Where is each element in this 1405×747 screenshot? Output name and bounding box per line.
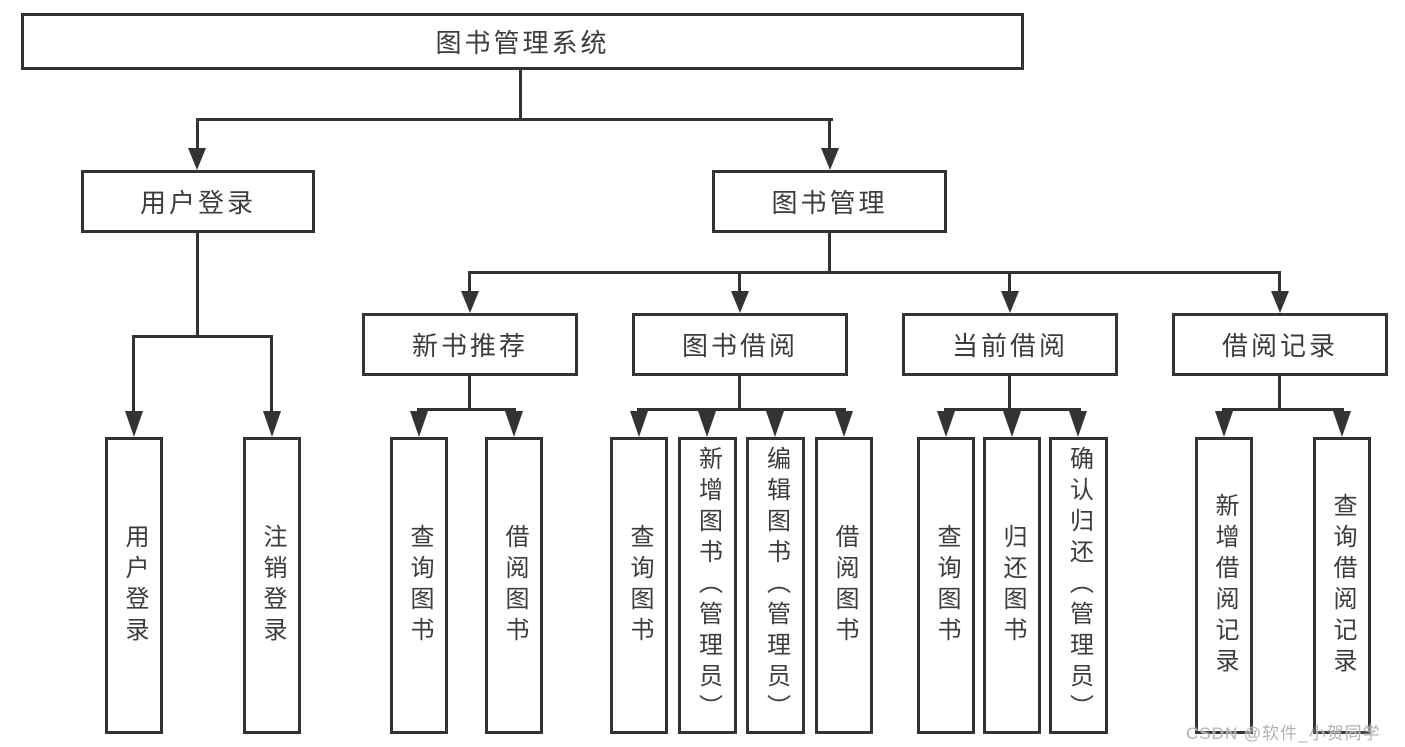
- arrow-down-icon: [698, 411, 716, 437]
- connector-line: [828, 233, 831, 273]
- arrow-down-icon: [937, 411, 955, 437]
- node-user-login: 用户登录: [81, 170, 315, 233]
- node-library-management-system: 图书管理系统: [21, 13, 1024, 70]
- connector-line: [738, 376, 741, 410]
- connector-line: [468, 271, 1281, 274]
- arrow-down-icon: [461, 291, 479, 313]
- leaf-edit-book-admin: 编辑图书（管理员）: [746, 437, 805, 734]
- connector-line: [196, 118, 833, 121]
- leaf-return-books: 归还图书: [983, 437, 1041, 734]
- connector-line: [270, 335, 273, 413]
- leaf-logout: 注销登录: [243, 437, 301, 734]
- leaf-add-book-admin: 新增图书（管理员）: [678, 437, 737, 734]
- connector-line: [637, 408, 846, 411]
- arrow-down-icon: [1271, 291, 1289, 313]
- connector-line: [132, 335, 135, 413]
- connector-line: [828, 118, 831, 152]
- connector-line: [132, 335, 273, 338]
- connector-line: [519, 70, 522, 120]
- arrow-down-icon: [766, 411, 784, 437]
- node-current-borrowing: 当前借阅: [902, 313, 1118, 376]
- arrow-down-icon: [821, 148, 839, 170]
- watermark: CSDN @软件_小贺同学: [1186, 724, 1381, 743]
- connector-line: [1278, 376, 1281, 410]
- arrow-down-icon: [835, 411, 853, 437]
- leaf-query-books-current: 查询图书: [917, 437, 975, 734]
- arrow-down-icon: [1003, 411, 1021, 437]
- connector-line: [196, 233, 199, 337]
- leaf-borrow-books-recommend: 借阅图书: [485, 437, 543, 734]
- connector-line: [417, 408, 516, 411]
- arrow-down-icon: [731, 291, 749, 313]
- leaf-add-borrow-record: 新增借阅记录: [1195, 437, 1253, 734]
- leaf-query-books-borrowing: 查询图书: [610, 437, 668, 734]
- arrow-down-icon: [125, 411, 143, 437]
- connector-line: [1008, 376, 1011, 410]
- node-new-book-recommendation: 新书推荐: [362, 313, 578, 376]
- leaf-query-books-recommend: 查询图书: [390, 437, 448, 734]
- arrow-down-icon: [263, 411, 281, 437]
- connector-line: [944, 408, 1081, 411]
- node-book-borrowing: 图书借阅: [632, 313, 848, 376]
- arrow-down-icon: [1001, 291, 1019, 313]
- leaf-user-login: 用户登录: [105, 437, 163, 734]
- arrow-down-icon: [505, 411, 523, 437]
- leaf-confirm-return-admin: 确认归还（管理员）: [1049, 437, 1108, 734]
- connector-line: [196, 118, 199, 152]
- connector-line: [1278, 271, 1281, 293]
- arrow-down-icon: [410, 411, 428, 437]
- node-borrowing-records: 借阅记录: [1172, 313, 1388, 376]
- arrow-down-icon: [1069, 411, 1087, 437]
- connector-line: [1008, 271, 1011, 293]
- leaf-query-borrow-record: 查询借阅记录: [1313, 437, 1371, 734]
- arrow-down-icon: [630, 411, 648, 437]
- connector-line: [468, 271, 471, 293]
- connector-line: [1222, 408, 1344, 411]
- node-book-management: 图书管理: [712, 170, 947, 233]
- connector-line: [738, 271, 741, 293]
- arrow-down-icon: [1333, 411, 1351, 437]
- arrow-down-icon: [1215, 411, 1233, 437]
- connector-line: [468, 376, 471, 410]
- leaf-borrow-books-borrowing: 借阅图书: [815, 437, 873, 734]
- arrow-down-icon: [188, 148, 206, 170]
